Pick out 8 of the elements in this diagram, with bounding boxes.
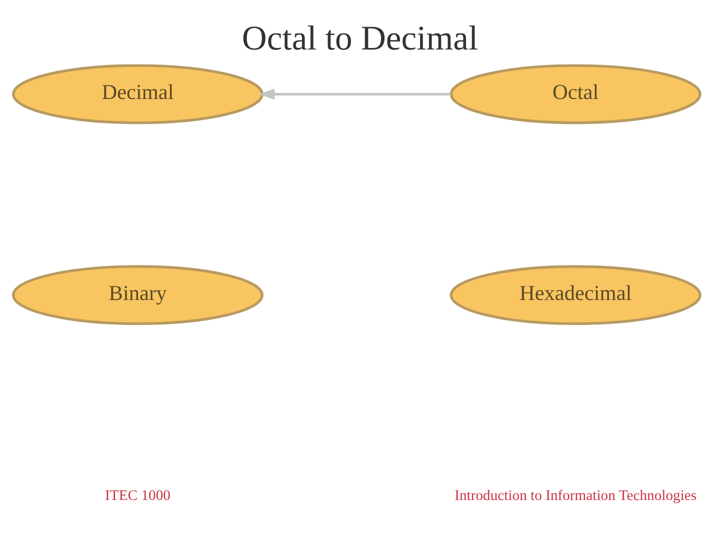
arrow — [258, 88, 451, 100]
diagram-title: Octal to Decimal — [242, 18, 478, 57]
label: Introduction to Information Technologies — [454, 487, 697, 504]
node-ellipse: Binary — [12, 264, 264, 325]
node-ellipse: Hexadecimal — [450, 264, 702, 325]
node-ellipse: Octal — [450, 64, 702, 124]
node-ellipse: Decimal — [12, 64, 264, 124]
label: ITEC 1000 — [105, 487, 170, 504]
